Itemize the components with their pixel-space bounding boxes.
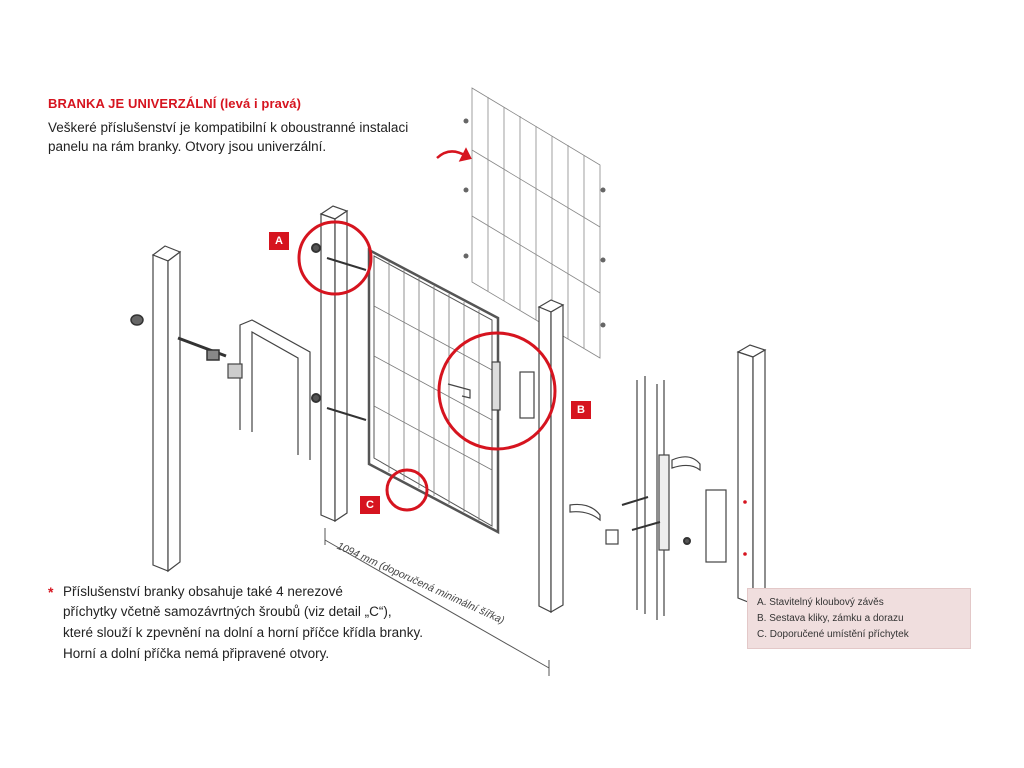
- badge-c: C: [360, 496, 380, 514]
- note-marker: *: [48, 584, 54, 600]
- left-post: [151, 245, 182, 573]
- hinge-bolts-center: [311, 243, 367, 421]
- hinge-bolt-left: [130, 314, 227, 361]
- far-right-post: [736, 344, 767, 606]
- gate-wing: [367, 247, 500, 535]
- badge-a: A: [269, 232, 289, 250]
- detail-circle-c: [385, 468, 429, 512]
- note-line-3: které slouží k zpevnění na dolní a horní…: [63, 625, 423, 640]
- intro-line-2: panelu na rám branky. Otvory jsou univer…: [48, 139, 327, 154]
- legend-item-c: C. Doporučené umístění příchytek: [757, 629, 909, 640]
- badge-b: B: [571, 401, 591, 419]
- note-line-1: Příslušenství branky obsahuje také 4 ner…: [63, 584, 343, 599]
- detail-circle-b: [437, 331, 557, 451]
- note-line-4: Horní a dolní příčka nemá připravené otv…: [63, 646, 330, 661]
- legend-item-b: B. Sestava kliky, zámku a dorazu: [757, 613, 904, 624]
- latch-post: [537, 299, 565, 614]
- intro-line-1: Veškeré příslušenství je kompatibilní k …: [48, 120, 409, 135]
- dimension-line: [324, 528, 550, 676]
- lock-bolts: [621, 496, 691, 545]
- lock-handles: [569, 456, 727, 563]
- detail-circle-a: [297, 220, 373, 296]
- center-post: [319, 205, 349, 523]
- note-line-2: příchytky včetně samozávrtných šroubů (v…: [63, 604, 392, 619]
- lock-detail-frame: [636, 376, 670, 620]
- rotate-arrow-icon: [436, 147, 472, 162]
- legend-item-a: A. Stavitelný kloubový závěs: [757, 597, 884, 608]
- mesh-panel: [471, 87, 601, 359]
- panel-screws: [463, 118, 606, 328]
- legend-box: [747, 588, 971, 649]
- heading: BRANKA JE UNIVERZÁLNÍ (levá i pravá): [48, 96, 302, 111]
- hinge-frame-left: [227, 319, 311, 460]
- latch-parts: [447, 361, 535, 419]
